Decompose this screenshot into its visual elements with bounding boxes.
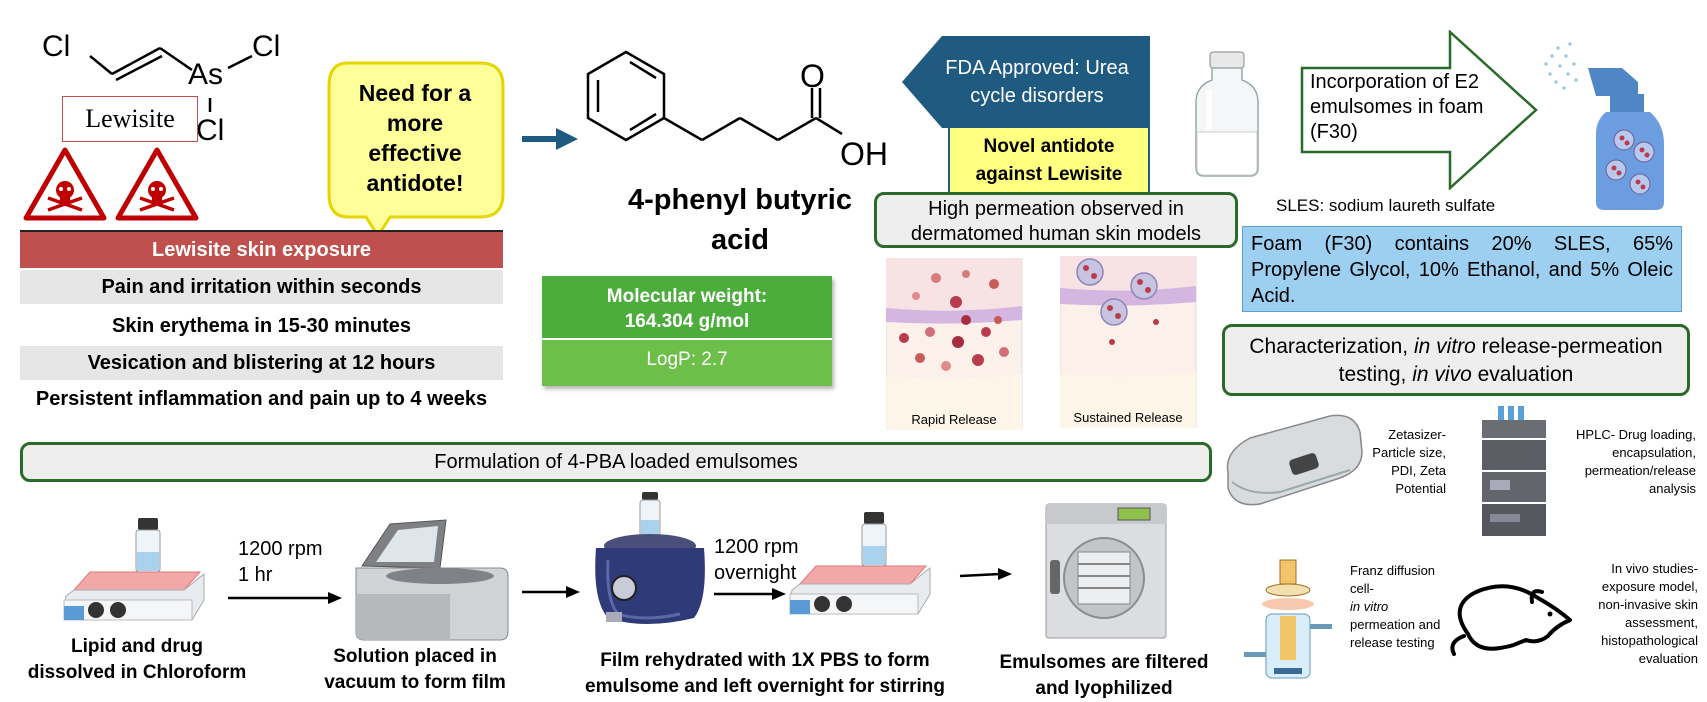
exposure-row: Pain and irritation within seconds bbox=[20, 270, 503, 304]
atom-cl: Cl bbox=[196, 114, 225, 147]
bond bbox=[115, 54, 163, 82]
vortex-mixer-icon bbox=[595, 492, 705, 624]
exposure-header: Lewisite skin exposure bbox=[20, 230, 503, 268]
freeze-dryer-icon bbox=[1045, 503, 1167, 639]
novel-antidote-label: Novel antidote against Lewisite bbox=[948, 128, 1150, 194]
atom-cl: Cl bbox=[252, 30, 281, 63]
pba-properties: Molecular weight:164.304 g/mol LogP: 2.7 bbox=[542, 276, 832, 386]
sustained-release-skin-image bbox=[1060, 256, 1197, 428]
callout-bubble bbox=[327, 61, 505, 239]
hot-plate-stirrer-icon bbox=[789, 512, 931, 615]
atom-o: O bbox=[800, 58, 825, 94]
toxic-hazard-icon bbox=[115, 147, 199, 221]
atom-oh: OH bbox=[840, 136, 888, 172]
process-arrow-icon bbox=[228, 592, 342, 604]
rapid-release-label: Rapid Release bbox=[911, 412, 997, 427]
vacuum-device-icon bbox=[355, 519, 509, 641]
spray-bottle-icon bbox=[1544, 42, 1664, 210]
pba-structure bbox=[586, 50, 843, 142]
rapid-release-skin-image bbox=[886, 258, 1023, 430]
incorporation-text: Incorporation of E2 emulsomes in foam (F… bbox=[1310, 71, 1484, 143]
fda-banner bbox=[902, 36, 1150, 128]
bond bbox=[159, 46, 193, 72]
toxic-hazard-icon bbox=[23, 147, 107, 221]
molecular-weight: Molecular weight:164.304 g/mol bbox=[542, 276, 832, 338]
characterization-box: Characterization, in vitro release-perme… bbox=[1222, 324, 1690, 396]
step-4-caption: Emulsomes are filtered and lyophilized bbox=[999, 652, 1209, 699]
zetasizer-label: Zetasizer-Particle size, PDI, Zeta Poten… bbox=[1372, 427, 1446, 496]
callout-text: Need for a more effective antidote! bbox=[358, 80, 472, 196]
foam-composition: Foam (F30) contains 20% SLES, 65% Propyl… bbox=[1242, 226, 1682, 312]
process-arrow-icon bbox=[714, 588, 786, 600]
hot-plate-stirrer-icon bbox=[63, 518, 205, 621]
pba-name-line: acid bbox=[710, 224, 770, 256]
zetasizer-icon bbox=[1226, 414, 1363, 506]
process-arrow-icon bbox=[522, 586, 580, 598]
pba-name-line: 4-phenyl butyric bbox=[628, 184, 852, 216]
bond bbox=[111, 46, 161, 76]
exposure-row: Persistent inflammation and pain up to 4… bbox=[35, 388, 488, 410]
fda-text: FDA Approved: Urea cycle disorders bbox=[945, 57, 1129, 107]
atom-cl: Cl bbox=[42, 30, 71, 63]
process-arrow-icon bbox=[959, 568, 1012, 580]
step-3-caption: Film rehydrated with 1X PBS to form emul… bbox=[585, 650, 945, 697]
permeation-box: High permeation observed in dermatomed h… bbox=[874, 192, 1238, 248]
hplc-icon bbox=[1482, 406, 1546, 536]
franz-cell-icon bbox=[1244, 559, 1332, 679]
step-1-caption: Lipid and drug dissolved in Chloroform bbox=[27, 636, 247, 683]
bond bbox=[227, 54, 253, 70]
exposure-row: Skin erythema in 15-30 minutes bbox=[111, 315, 411, 337]
sustained-release-label: Sustained Release bbox=[1073, 410, 1183, 425]
invivo-label: In vivo studies-exposure model, non-inva… bbox=[1598, 561, 1698, 666]
exposure-row: Vesication and blistering at 12 hours bbox=[20, 346, 503, 380]
vial-icon bbox=[1195, 51, 1259, 177]
sles-definition: SLES: sodium laureth sulfate bbox=[1276, 196, 1496, 215]
formulation-banner: Formulation of 4-PBA loaded emulsomes bbox=[20, 442, 1212, 482]
step-2-caption: Solution placed in vacuum to form film bbox=[324, 646, 506, 693]
logp: LogP: 2.7 bbox=[542, 340, 832, 386]
right-arrow-icon bbox=[522, 128, 578, 150]
lewisite-label: Lewisite bbox=[62, 96, 198, 142]
mouse-icon bbox=[1450, 584, 1572, 656]
atom-as: As bbox=[188, 58, 224, 91]
incorporation-arrow bbox=[1300, 30, 1538, 190]
lewisite-structure bbox=[89, 46, 253, 112]
hplc-label: HPLC- Drug loading, encapsulation, perme… bbox=[1576, 427, 1696, 496]
pba-name: 4-phenyl butyric acid bbox=[610, 180, 870, 260]
bond bbox=[89, 55, 113, 75]
